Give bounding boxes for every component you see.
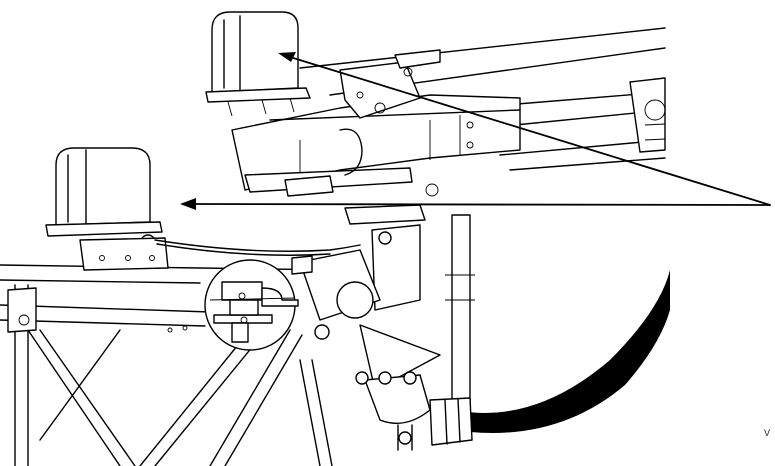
pivot-mount-bracket (231, 49, 521, 197)
pivot-mount-lower (291, 204, 475, 451)
sensor-housing-lowered (45, 147, 163, 250)
sensor-housing-raised (205, 11, 311, 117)
detail-inset-circle (204, 259, 299, 351)
figure-reference-label: V (764, 428, 771, 438)
spray-boom-truss (0, 237, 341, 466)
hose (429, 270, 670, 446)
callout-arrows (180, 52, 771, 210)
cable (154, 239, 361, 256)
